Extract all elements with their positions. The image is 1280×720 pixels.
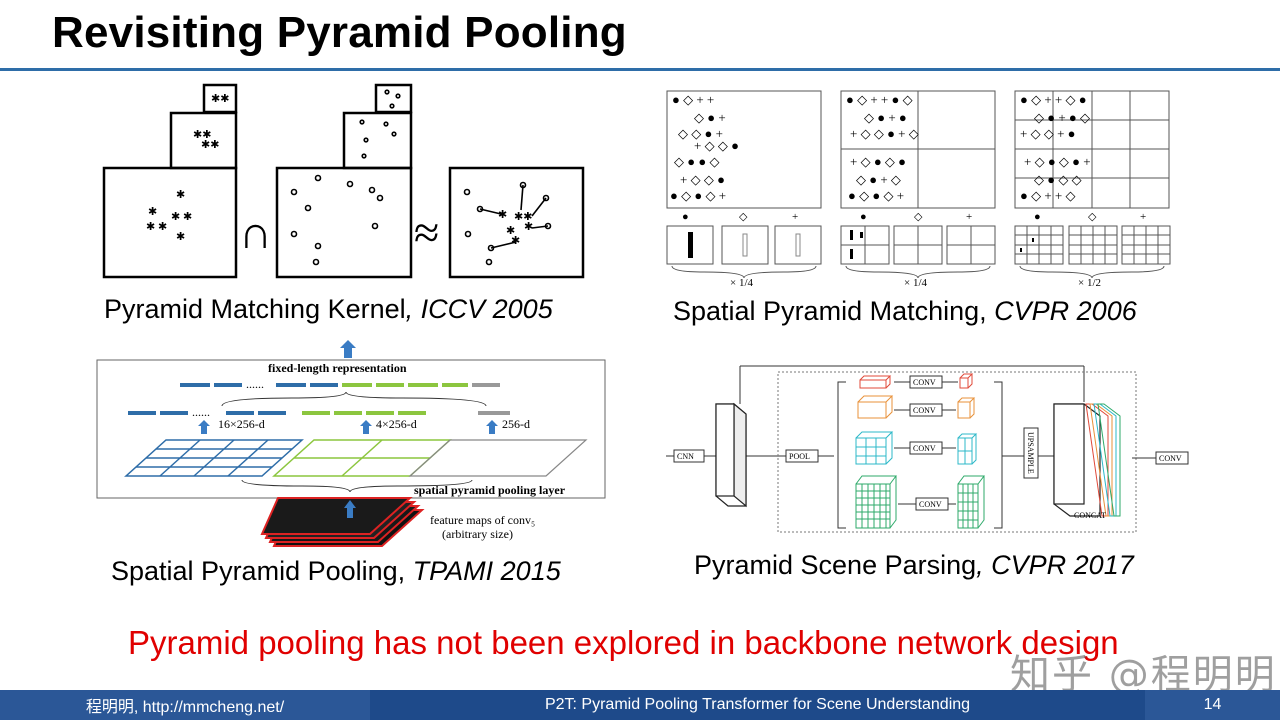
svg-text:+ ◇ ● ◇ ●: + ◇ ● ◇ ● (850, 154, 906, 169)
svg-text:● ◇ ● ◇ +: ● ◇ ● ◇ + (848, 188, 904, 203)
svg-text:+: + (1140, 211, 1146, 223)
spp-dim-1: 256-d (502, 417, 530, 431)
spp-caption-name: Spatial Pyramid Pooling, (111, 556, 413, 586)
psp-conv-label-4: CONV (919, 500, 942, 509)
svg-text:◇: ◇ (914, 211, 923, 223)
svg-text:✱✱: ✱✱ (201, 139, 219, 151)
svg-text:+ ◇ ◇ ● + ◇: + ◇ ◇ ● + ◇ (850, 126, 919, 141)
svg-text:✱ ✱: ✱ ✱ (171, 211, 192, 223)
psp-pool-label: POOL (789, 452, 810, 461)
footer-page-number: 14 (1145, 690, 1280, 720)
spm-caption: Spatial Pyramid Matching, CVPR 2006 (673, 296, 1137, 327)
svg-text:✱ ✱: ✱ ✱ (146, 221, 167, 233)
spp-caption-venue: TPAMI 2015 (412, 556, 561, 586)
svg-text:● ◇ + + ◇: ● ◇ + + ◇ (1020, 188, 1076, 203)
spm-caption-name: Spatial Pyramid Matching, (673, 296, 995, 326)
intersection-symbol: ∩ (239, 207, 272, 258)
psp-caption: Pyramid Scene Parsing, CVPR 2017 (694, 550, 1134, 581)
svg-text:✱: ✱ (524, 221, 533, 233)
slide-footer: 程明明, http://mmcheng.net/ P2T: Pyramid Po… (0, 690, 1280, 720)
svg-text:◇ ● + ●: ◇ ● + ● (864, 110, 907, 125)
spp-feature-label-2: (arbitrary size) (442, 527, 513, 541)
psp-conv-label-out: CONV (1159, 454, 1182, 463)
svg-text:+: + (966, 211, 972, 223)
spp-layer-label: spatial pyramid pooling layer (414, 483, 566, 497)
psp-upsample-label: UPSAMPLE (1026, 432, 1035, 474)
svg-text:✱: ✱ (176, 189, 185, 201)
svg-text:✱✱: ✱✱ (193, 129, 211, 141)
svg-text:+ ◇ ◇ ●: + ◇ ◇ ● (680, 172, 725, 187)
svg-text:✱✱: ✱✱ (514, 211, 532, 223)
psp-conv-label-1: CONV (913, 378, 936, 387)
psp-conv-label-2: CONV (913, 406, 936, 415)
svg-text:● ◇ ● ◇ +: ● ◇ ● ◇ + (670, 188, 726, 203)
svg-text:●: ● (1034, 211, 1041, 223)
spp-feature-label-1: feature maps of conv₅ (430, 513, 535, 527)
svg-text:+ ◇ ◇ ●: + ◇ ◇ ● (694, 138, 739, 153)
spp-dim-4: 4×256-d (376, 417, 417, 431)
svg-text:● ◇ + +: ● ◇ + + (672, 92, 714, 107)
svg-text:+: + (792, 211, 798, 223)
pyramid-matching-kernel-figure: ✱✱ ✱✱ ✱✱ ✱ ✱ ✱ ✱ ✱ ✱ ✱ ✱✱✱✱ ✱✱ ∩ ≈ (102, 83, 585, 279)
svg-text:● ◇ + + ◇ ●: ● ◇ + + ◇ ● (1020, 92, 1087, 107)
svg-text:+ ◇ ◇ + ●: + ◇ ◇ + ● (1020, 126, 1076, 141)
spm-scale-1: × 1/4 (730, 277, 754, 288)
svg-text:◇: ◇ (739, 211, 748, 223)
svg-text:● ◇ + + ● ◇: ● ◇ + + ● ◇ (846, 92, 913, 107)
slide-title: Revisiting Pyramid Pooling (52, 8, 627, 57)
svg-text:✱: ✱ (511, 235, 520, 247)
svg-text:◇ ● + ● ◇: ◇ ● + ● ◇ (1034, 110, 1090, 125)
psp-cnn-label: CNN (677, 452, 694, 461)
svg-text:◇ ● +: ◇ ● + (694, 110, 726, 125)
svg-text:✱: ✱ (506, 225, 515, 237)
svg-text:◇: ◇ (1088, 211, 1097, 223)
svg-text:●: ● (682, 211, 689, 223)
spp-dim-16: 16×256-d (218, 417, 265, 431)
svg-text:◇ ● ◇ ◇: ◇ ● ◇ ◇ (1034, 172, 1082, 187)
footer-author: 程明明, http://mmcheng.net/ (0, 690, 370, 720)
svg-text:✱: ✱ (148, 206, 157, 218)
svg-text:+ ◇ ● ◇ ● +: + ◇ ● ◇ ● + (1024, 154, 1091, 169)
pmk-caption-venue: , ICCV 2005 (405, 294, 553, 324)
pmk-caption: Pyramid Matching Kernel, ICCV 2005 (104, 294, 553, 325)
key-statement: Pyramid pooling has not been explored in… (128, 624, 1119, 661)
svg-text:●: ● (860, 211, 867, 223)
svg-text:✱: ✱ (176, 231, 185, 243)
spp-fixed-label: fixed-length representation (268, 361, 407, 375)
spatial-pyramid-pooling-figure: fixed-length representation ...... .....… (96, 340, 606, 547)
psp-conv-label-3: CONV (913, 444, 936, 453)
spm-scale-2: × 1/4 (904, 277, 928, 288)
spp-caption: Spatial Pyramid Pooling, TPAMI 2015 (111, 556, 561, 587)
pmk-caption-name: Pyramid Matching Kernel (104, 294, 406, 324)
spm-caption-venue: CVPR 2006 (994, 296, 1137, 326)
spm-scale-3: × 1/2 (1078, 277, 1101, 288)
psp-caption-venue: , CVPR 2017 (976, 550, 1134, 580)
spatial-pyramid-matching-figure: ● ◇ + +◇ ● +◇ ◇ ● + + ◇ ◇ ●◇ ● ● ◇+ ◇ ◇ … (666, 90, 1171, 288)
svg-text:✱✱: ✱✱ (211, 93, 229, 105)
psp-caption-name: Pyramid Scene Parsing (694, 550, 977, 580)
svg-text:✱: ✱ (498, 209, 507, 221)
svg-text:......: ...... (246, 377, 264, 391)
svg-text:◇ ● ● ◇: ◇ ● ● ◇ (674, 154, 719, 169)
psp-concat-label: CONCAT (1074, 511, 1106, 520)
pyramid-scene-parsing-figure: CNN POOL CONV CONV CONV CONV UPSAMPLE CO… (666, 365, 1189, 533)
svg-text:◇ ● + ◇: ◇ ● + ◇ (856, 172, 901, 187)
approx-symbol: ≈ (414, 207, 439, 258)
title-divider (0, 68, 1280, 71)
svg-text:◇ ◇ ● +: ◇ ◇ ● + (678, 126, 723, 141)
svg-text:......: ...... (192, 405, 210, 419)
footer-paper-title: P2T: Pyramid Pooling Transformer for Sce… (370, 690, 1145, 720)
